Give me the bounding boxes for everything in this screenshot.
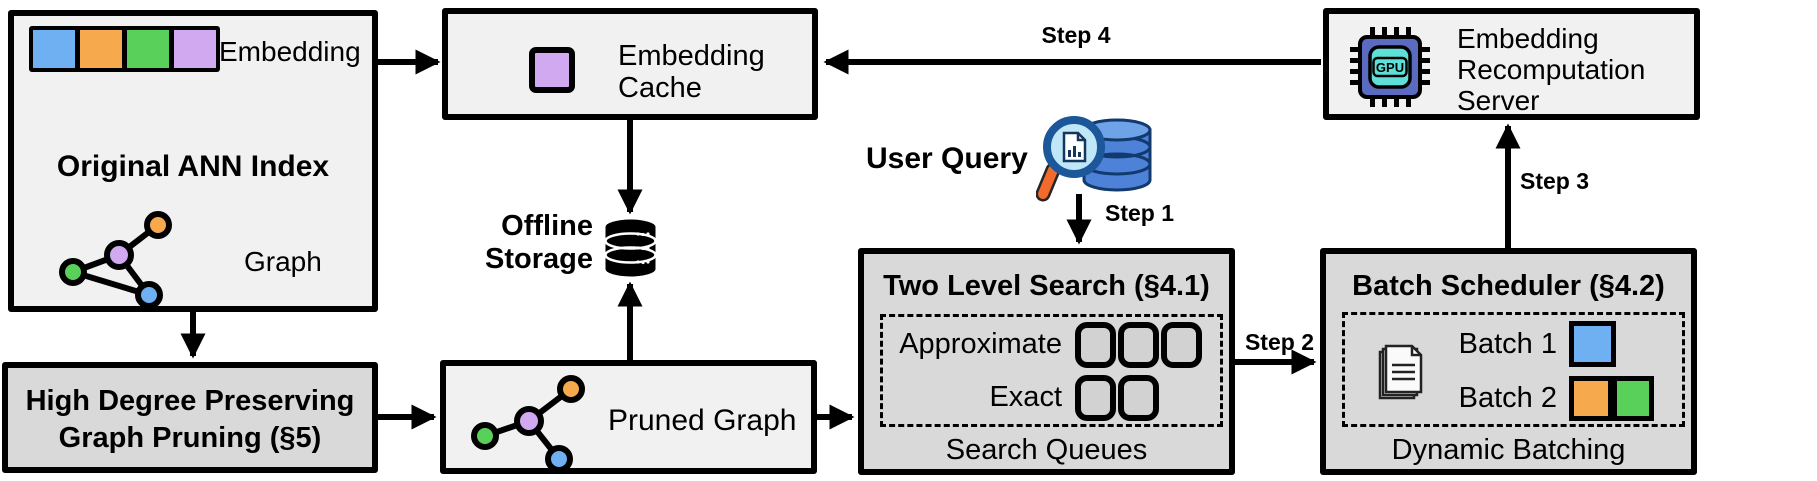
step1-label: Step 1 (1105, 200, 1175, 226)
batch2-query-orange (1569, 375, 1613, 421)
embedding-cell-purple (174, 30, 216, 68)
queue-slot (1075, 321, 1116, 368)
batch2-row: Batch 2 (1449, 371, 1682, 425)
queue-slot (1118, 374, 1159, 421)
exact-label: Exact (989, 381, 1062, 413)
pruning-title-line2: Graph Pruning (§5) (58, 422, 322, 454)
embedding-cell-orange (80, 30, 122, 68)
dynamic-batching-group: Batch 1 Batch 2 (1342, 312, 1685, 427)
batch2-query-green (1612, 375, 1654, 421)
cached-embedding-icon (529, 47, 575, 93)
query-documents-icon (1378, 344, 1423, 400)
batch1-query-blue (1569, 321, 1616, 367)
embedding-cell-green (127, 30, 169, 68)
offline-storage-database-icon (604, 219, 657, 277)
gpu-chip-label: GPU (1376, 60, 1404, 75)
server-label-line1: Embedding (1457, 23, 1599, 54)
gpu-chip-icon: GPU (1350, 27, 1430, 107)
cache-label-line2: Cache (618, 72, 702, 104)
batch-scheduler-title: Batch Scheduler (§4.2) (1352, 270, 1665, 302)
approximate-queue-row: Approximate (883, 318, 1220, 371)
original-ann-index-title: Original ANN Index (56, 150, 330, 183)
graph-pruning-box: High Degree Preserving Graph Pruning (§5… (2, 362, 378, 473)
dynamic-batching-caption: Dynamic Batching (1391, 434, 1626, 466)
two-level-search-title: Two Level Search (§4.1) (883, 270, 1210, 302)
pruned-graph-icon (471, 375, 585, 472)
search-queues-caption: Search Queues (945, 434, 1148, 466)
batch1-label: Batch 1 (1458, 327, 1557, 360)
pruned-graph-label: Pruned Graph (608, 404, 797, 437)
user-query-icon (1036, 116, 1152, 202)
queue-slot (1118, 321, 1159, 368)
embedding-cell-blue (33, 30, 75, 68)
batch2-label: Batch 2 (1458, 381, 1557, 414)
embedding-cache-box: Embedding Cache (442, 8, 818, 120)
server-label-line2: Recomputation (1457, 54, 1646, 85)
offline-storage-label: Offline Storage (485, 210, 593, 275)
step4-label: Step 4 (1041, 22, 1111, 48)
embedding-vector-icon (29, 26, 220, 72)
batch1-row: Batch 1 (1449, 317, 1682, 371)
approximate-label: Approximate (899, 328, 1062, 360)
graph-label: Graph (244, 246, 322, 277)
step2-label: Step 2 (1244, 329, 1314, 355)
full-graph-icon (59, 211, 172, 309)
server-label-line3: Server (1457, 85, 1540, 116)
step3-label: Step 3 (1520, 168, 1590, 194)
embedding-label: Embedding (219, 36, 361, 67)
queue-slot (1161, 321, 1202, 368)
two-level-search-box: Two Level Search (§4.1) Approximate Exac… (858, 248, 1235, 475)
original-ann-index-box: Embedding Original ANN Index Graph (8, 10, 378, 312)
queue-slot (1075, 374, 1116, 421)
batch-scheduler-box: Batch Scheduler (§4.2) Batch 1 Batch 2 (1320, 248, 1697, 475)
pruning-title-line1: High Degree Preserving (25, 385, 355, 417)
exact-queue-row: Exact (883, 371, 1220, 424)
pruned-graph-box: Pruned Graph (440, 360, 817, 474)
search-queues-group: Approximate Exact (880, 314, 1223, 427)
cache-label-line1: Embedding (618, 40, 765, 72)
recomputation-server-box: GPU Embedding Recomputation Server (1323, 8, 1700, 120)
user-query-label: User Query (866, 142, 1028, 175)
